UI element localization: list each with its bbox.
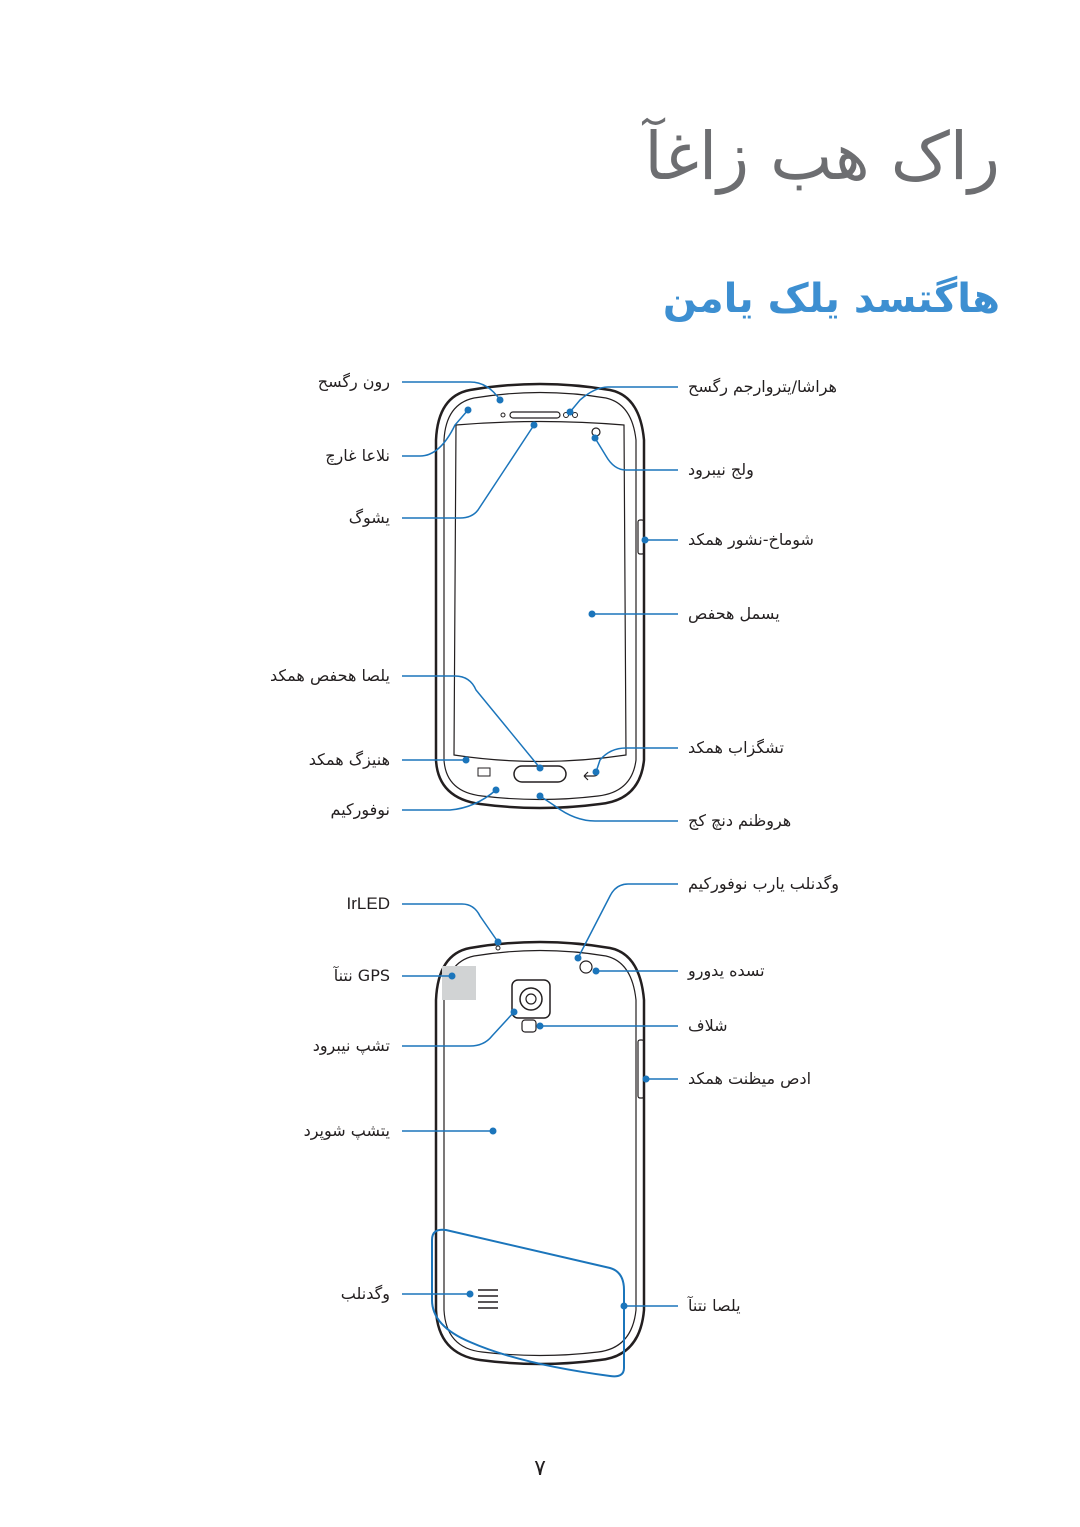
- speaker-mic-marker: [574, 954, 582, 962]
- power-key-marker: [641, 536, 649, 544]
- speaker-grille-shape: [478, 1289, 498, 1309]
- multipurpose-jack-marker: [536, 792, 544, 800]
- gesture-sensor-dot-2: [572, 412, 578, 418]
- label-gps-antenna: GPS نتنآ: [333, 966, 390, 985]
- menu-key-shape: [477, 767, 491, 777]
- section-title: هاگتسد یلک یامن: [662, 276, 1000, 322]
- front-phone: [434, 382, 646, 810]
- rear-camera-lens-outer: [519, 987, 543, 1011]
- page-number: ۷: [534, 1456, 546, 1481]
- label-menu-key: هنیزگ همکد: [308, 750, 390, 769]
- volume-key-marker: [642, 1075, 650, 1083]
- irled-leader: [402, 903, 499, 943]
- label-main-antenna: یلصا نتنآ: [688, 1296, 741, 1315]
- back-cover-marker: [489, 1127, 497, 1135]
- back-phone: [434, 940, 646, 1366]
- headset-jack-marker: [592, 967, 600, 975]
- front-phone-outer: [434, 382, 646, 810]
- front-screen: [453, 420, 627, 763]
- gps-antenna-area: [442, 966, 476, 1000]
- notification-light-marker: [464, 406, 472, 414]
- label-proximity-sensor: رون رگسح: [317, 372, 390, 391]
- front-camera-leader: [594, 437, 678, 471]
- label-front-camera: ولج نیبرود: [688, 460, 754, 479]
- headset-jack-shape: [579, 960, 593, 974]
- flash-marker: [536, 1022, 544, 1030]
- front-camera-marker: [591, 434, 599, 442]
- rear-camera-housing: [511, 979, 551, 1019]
- main-antenna-marker: [620, 1302, 628, 1310]
- label-power-key: شوماخ-نشور همکد: [688, 530, 814, 549]
- label-speaker-mic: وگدنلب یارب نوفوركیم: [688, 874, 839, 893]
- label-home-key: یلصا هحفص همکد: [269, 666, 390, 685]
- earpiece-grille: [509, 411, 561, 419]
- label-back-key: تشگزاب همکد: [688, 738, 784, 757]
- label-gesture-sensor: هراشا/یتروارجم رگسح: [688, 377, 837, 396]
- rear-camera-lens-inner: [525, 993, 537, 1005]
- front-callouts: [402, 381, 678, 822]
- menu-key-marker: [462, 756, 470, 764]
- gps-antenna-marker: [448, 972, 456, 980]
- home-key-leader: [402, 675, 541, 769]
- earpiece-marker: [530, 421, 538, 429]
- flash-shape: [521, 1019, 537, 1033]
- label-notification-light: نلاعا غارچ: [325, 446, 390, 465]
- back-callouts: [402, 883, 678, 1307]
- label-microphone: نوفوركیم: [330, 800, 390, 819]
- label-back-cover: یتشپ شوپرد: [303, 1121, 390, 1140]
- front-callout-dots: [462, 396, 649, 800]
- front-phone-inner: [443, 391, 637, 801]
- speaker-marker: [466, 1290, 474, 1298]
- volume-key-shape: [637, 1039, 645, 1099]
- proximity-sensor-leader: [402, 381, 501, 401]
- gesture-sensor-leader: [569, 386, 678, 413]
- home-key-marker: [536, 764, 544, 772]
- proximity-sensor-dot: [500, 412, 506, 418]
- multipurpose-jack-leader: [539, 795, 678, 822]
- label-irled: IrLED: [346, 894, 390, 913]
- label-flash: شلاف: [688, 1016, 728, 1035]
- back-key-marker: [592, 768, 600, 776]
- rear-camera-leader: [402, 1011, 515, 1047]
- microphone-leader: [402, 789, 497, 811]
- back-phone-inner: [443, 949, 637, 1357]
- rear-camera-marker: [510, 1008, 518, 1016]
- label-volume-key: ادص میظنت همکد: [688, 1069, 812, 1088]
- back-key-leader: [595, 747, 678, 773]
- back-phone-outer: [434, 940, 646, 1366]
- label-multipurpose-jack: هروظنم دنچ کج: [688, 811, 792, 830]
- label-earpiece: یشوگ: [348, 508, 390, 527]
- proximity-sensor-marker: [496, 396, 504, 404]
- label-rear-camera: تشپ نیبرود: [312, 1036, 390, 1055]
- label-headset-jack: تسده یدورو: [688, 961, 765, 980]
- back-callout-dots: [448, 938, 650, 1310]
- chapter-title: راک هب زاغآ: [644, 118, 1000, 195]
- label-speaker: وگدنلب: [340, 1284, 390, 1303]
- gesture-sensor-marker: [566, 408, 574, 416]
- irled-hole: [495, 945, 501, 951]
- main-antenna-region: [431, 1228, 625, 1378]
- speaker-mic-leader: [577, 883, 678, 959]
- irled-marker: [494, 938, 502, 946]
- microphone-marker: [492, 786, 500, 794]
- label-touch-screen: یسمل هحفص: [688, 604, 780, 623]
- touch-screen-marker: [588, 610, 596, 618]
- notification-light-leader: [402, 409, 469, 457]
- earpiece-leader: [402, 424, 535, 519]
